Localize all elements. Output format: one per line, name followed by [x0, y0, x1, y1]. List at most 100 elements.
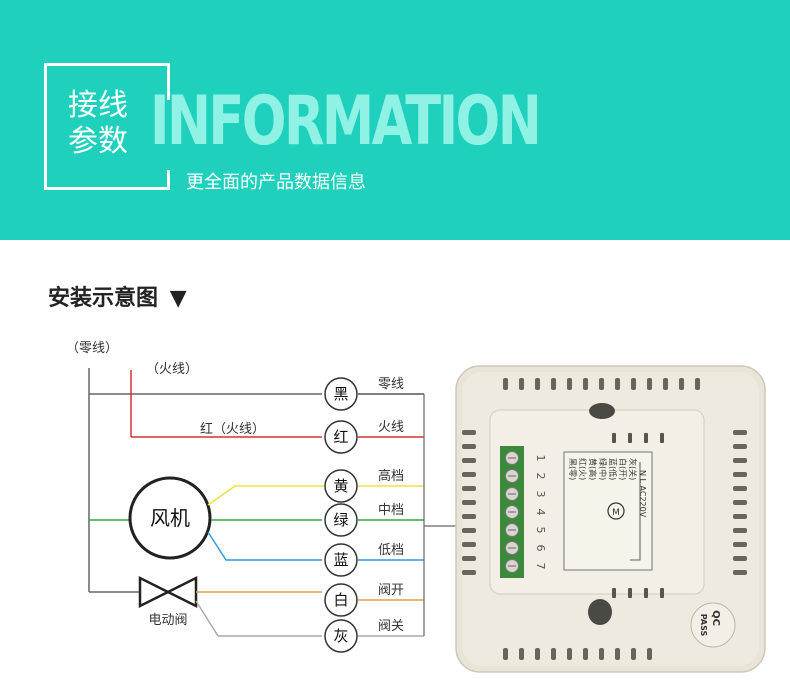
terminal-number: 1 [534, 455, 547, 462]
left-vent-slot [462, 430, 476, 435]
top-vent-slot [663, 378, 668, 390]
title-frame-gap [120, 100, 180, 170]
left-vent-slot [462, 542, 476, 547]
terminal-label-7: 阀关 [378, 619, 404, 634]
terminal-label-3: 高档 [378, 468, 404, 484]
terminal-number: 2 [534, 473, 547, 480]
section-title: 安装示意图 ▼ [48, 280, 187, 312]
terminal-label-4: 中档 [378, 503, 404, 518]
small-hole [612, 433, 616, 443]
bottom-vent-slot [615, 648, 620, 660]
motor-symbol-circle [607, 502, 625, 520]
bottom-screw-hole [588, 599, 612, 625]
printed-row-text: 黑(零) [568, 458, 577, 480]
neutral-wire-label: （零线） [66, 341, 118, 356]
top-vent-slot [647, 378, 652, 390]
printed-row-text: 白(开) [618, 458, 628, 480]
left-vent-slot [462, 472, 476, 477]
terminal-label-1: 零线 [378, 377, 404, 392]
motor-symbol-text: M [612, 508, 620, 518]
right-vent-slot [733, 570, 747, 575]
printed-row-text: 灰(关) [628, 458, 638, 480]
valve-right-triangle [165, 575, 198, 609]
top-vent-slot [567, 378, 572, 390]
right-vent-slot [733, 542, 747, 547]
bottom-vent-slot [551, 648, 556, 660]
bottom-vent-slot [503, 648, 508, 660]
terminal-label-2: 火线 [378, 420, 404, 435]
fan-label: 风机 [150, 506, 190, 530]
left-vent-slot [462, 500, 476, 505]
right-vent-slot [733, 444, 747, 449]
terminal-number: 5 [534, 527, 547, 534]
qc-stamp-line2: PASS [699, 614, 708, 637]
right-vent-slot [733, 514, 747, 519]
right-vent-slot [733, 556, 747, 561]
terminal-code-4: 绿 [333, 511, 348, 529]
device-ac-text: N L AC220V [638, 470, 647, 518]
top-vent-slot [519, 378, 524, 390]
terminal-number: 6 [534, 545, 547, 552]
header-banner: 接线 参数 INFORMATION 更全面的产品数据信息 [0, 0, 790, 240]
bottom-vent-slot [583, 648, 588, 660]
terminal-number: 3 [534, 491, 547, 498]
terminal-screws [505, 451, 519, 573]
terminal-circle-7 [324, 619, 358, 653]
small-hole [660, 433, 664, 443]
small-hole [644, 433, 648, 443]
top-vent-slot [551, 378, 556, 390]
title-en: INFORMATION [150, 82, 542, 161]
valve-close-wire-diag [195, 600, 219, 637]
terminal-number: 4 [534, 509, 547, 516]
left-vent-slot [462, 556, 476, 561]
valve-label: 电动阀 [148, 613, 187, 628]
printed-circuit-line [630, 462, 641, 561]
subtitle: 更全面的产品数据信息 [186, 172, 366, 193]
small-hole [660, 588, 664, 598]
low-speed-wire [207, 531, 322, 561]
top-vent-slot [631, 378, 636, 390]
small-holes [612, 433, 664, 598]
terminal-code-6: 白 [333, 591, 348, 609]
terminal-code-3: 黄 [333, 477, 348, 495]
top-vent-slot [535, 378, 540, 390]
bottom-vent-slot [567, 648, 572, 660]
small-hole [628, 433, 632, 443]
top-vent-slot [583, 378, 588, 390]
red-wire-label: 红（火线） [200, 421, 265, 437]
terminal-circle-5 [324, 543, 358, 577]
printed-rows: 黑(零)红(火)黄(高)绿(中)蓝(低)白(开)灰(关) [568, 458, 638, 480]
live-wire-label: （火线） [146, 362, 198, 377]
bottom-vent-slot [599, 648, 604, 660]
left-vent-slot [462, 514, 476, 519]
title-cn: 接线 参数 [68, 88, 128, 160]
terminal-code-5: 蓝 [333, 551, 348, 569]
bottom-vent-slot [631, 648, 636, 660]
right-vent-slot [733, 500, 747, 505]
small-hole [612, 588, 616, 598]
high-speed-wire [207, 485, 324, 506]
fan-circle [128, 476, 212, 560]
terminal-circle-4 [324, 503, 358, 537]
left-vent-slot [462, 570, 476, 575]
top-vent-slot [503, 378, 508, 390]
vent-slots [462, 378, 747, 660]
valve-left-triangle [138, 575, 171, 609]
right-vent-slot [733, 528, 747, 533]
top-screw-hole [589, 403, 615, 419]
terminal-code-2: 红 [333, 428, 348, 446]
printed-row-text: 蓝(低) [608, 458, 618, 480]
top-vent-slot [679, 378, 684, 390]
printed-row-text: 绿(中) [598, 458, 608, 480]
right-vent-slot [733, 458, 747, 463]
terminal-circle-2 [324, 420, 358, 454]
section-title-text: 安装示意图 [48, 286, 159, 311]
qc-stamp [690, 602, 736, 648]
title-cn-line1: 接线 [68, 88, 128, 123]
wiring-diagram: （零线） （火线） 红（火线） 风机 电动阀 黑零线红火线黄高档绿中档蓝低档白阀… [66, 341, 766, 673]
terminal-label-5: 低档 [378, 543, 404, 558]
top-vent-slot [695, 378, 700, 390]
qc-stamp-line1: QC [710, 610, 721, 626]
